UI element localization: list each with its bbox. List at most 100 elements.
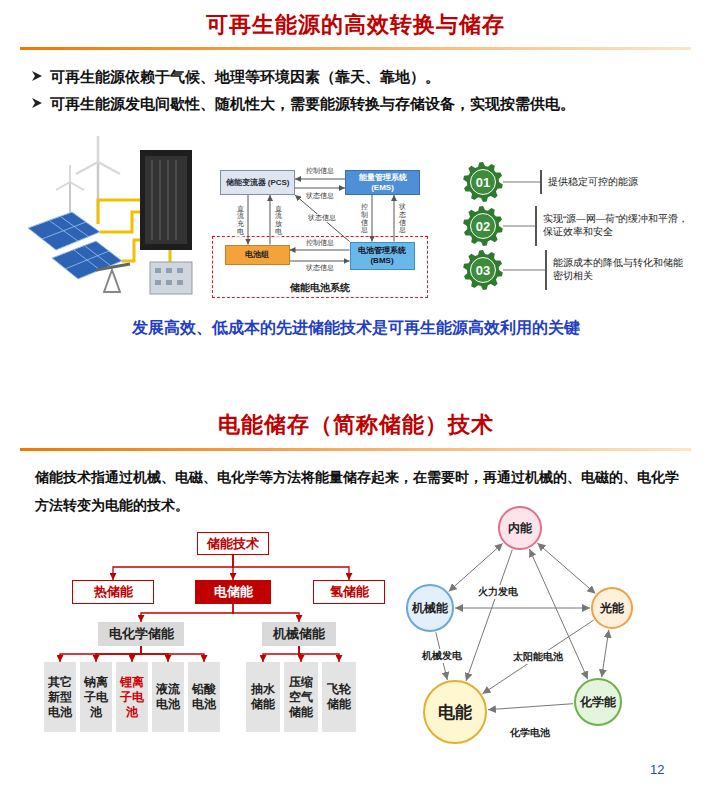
node-text: 其它新型电池 — [46, 675, 74, 720]
connector — [248, 195, 249, 245]
node-text: 机械储能 — [273, 626, 325, 643]
leaf-box: 锂离子电池 — [116, 662, 148, 732]
leaf-box: 其它新型电池 — [44, 662, 76, 732]
connector — [290, 261, 350, 262]
tree-box: 机械储能 — [262, 622, 336, 646]
connector — [290, 250, 350, 251]
tree-box: 氢储能 — [313, 580, 385, 604]
slide-title: 电能储存（简称储能）技术 — [0, 410, 711, 440]
title-bar — [20, 47, 691, 50]
leaf-box: 钠离子电池 — [80, 662, 112, 732]
energy-circle: 化学能 — [574, 678, 622, 726]
process-box: 能量管理系统 (EMS) — [345, 170, 420, 195]
tree-box: 电化学储能 — [98, 622, 184, 646]
edge-label: 状态信息 — [399, 202, 406, 235]
leaf-box: 铅酸电池 — [188, 662, 220, 732]
edge-label: 状态信息 — [307, 214, 337, 222]
edge-label: 火力发电 — [476, 585, 520, 599]
node-text: 光能 — [600, 600, 624, 617]
title-bar — [20, 448, 691, 451]
gear-ring — [471, 214, 496, 239]
wire — [98, 200, 140, 224]
energy-circle: 机械能 — [406, 584, 454, 632]
node-text: 能量管理系统 (EMS) — [348, 173, 417, 191]
connector — [96, 646, 141, 662]
connector — [455, 608, 590, 609]
connector — [503, 270, 545, 271]
cabinet-slats — [152, 160, 176, 240]
node-text: 电池管理系统 (BMS) — [353, 246, 412, 264]
connector — [141, 646, 204, 662]
connector — [233, 555, 349, 580]
energy-circle: 内能 — [498, 506, 542, 550]
node-text: 热储能 — [94, 583, 133, 601]
building-windows — [155, 268, 183, 285]
node-text: 电池组 — [245, 249, 269, 260]
connector — [141, 604, 233, 622]
edge-label: 状态信息 — [305, 264, 335, 272]
node-text: 液流电池 — [154, 682, 182, 712]
connector — [295, 188, 345, 189]
connector — [602, 630, 609, 678]
connector — [132, 646, 141, 662]
edge-label: 控制信息 — [361, 202, 368, 235]
node-text: 压缩空气储能 — [286, 675, 316, 720]
pumpjack-frame — [104, 270, 120, 292]
bracket-text: 提供稳定可控的能源 — [540, 170, 690, 194]
connector — [60, 646, 141, 662]
leaf-box: 飞轮储能 — [322, 662, 356, 732]
cabinet-body — [140, 150, 192, 250]
gear-teeth — [463, 162, 503, 202]
wire — [100, 212, 140, 232]
node-text: 02 — [476, 219, 490, 234]
process-box: 电池管理系统 (BMS) — [350, 242, 415, 270]
node-text: 电储能 — [214, 583, 253, 601]
edge-label: 状态信息 — [305, 192, 335, 200]
node-text: 电能 — [438, 701, 472, 724]
wire — [122, 240, 140, 261]
connector — [295, 195, 350, 242]
definition-text: 储能技术指通过机械、电磁、电化学等方法将能量储存起来，在需要时，再通过机械的、电… — [35, 463, 683, 519]
gear-teeth — [463, 206, 503, 246]
bullet-text: 可再生能源发电间歇性、随机性大，需要能源转换与存储设备，实现按需供电。 — [50, 92, 682, 115]
bullet-mark — [32, 71, 42, 81]
connector — [113, 555, 233, 580]
energy-circle: 光能 — [591, 587, 633, 629]
panel-grid — [65, 246, 111, 270]
node-text: 储能技术 — [207, 535, 259, 553]
building-body — [150, 262, 192, 294]
edge-label: 控制信息 — [305, 167, 335, 175]
cabinet-door — [145, 156, 187, 244]
tree-box: 热储能 — [72, 580, 154, 604]
bracket-text: 实现“源—网—荷”的缓冲和平滑，保证效率和安全 — [535, 206, 693, 246]
node-text: 抽水储能 — [248, 682, 278, 712]
edge-label: 机械发电 — [420, 649, 464, 663]
connector — [263, 646, 299, 662]
building — [150, 262, 192, 294]
gear-teeth — [463, 250, 503, 290]
leaf-box: 液流电池 — [152, 662, 184, 732]
bracket-text: 能源成本的降低与转化和储能密切相关 — [545, 250, 691, 290]
pumpjack — [96, 264, 130, 292]
turbine-blades — [76, 136, 120, 174]
node-text: 化学能 — [580, 694, 616, 711]
turbine-blades — [56, 165, 84, 190]
node-text: 氢储能 — [330, 583, 369, 601]
connector — [295, 179, 345, 180]
node-text: 能源成本的降低与转化和储能密切相关 — [553, 257, 691, 283]
connector — [299, 646, 339, 662]
node-text: 电化学储能 — [109, 626, 174, 643]
connector — [270, 195, 271, 245]
connector — [488, 704, 573, 710]
edge-label: 化学电池 — [508, 726, 552, 740]
connector — [483, 620, 594, 694]
connector — [372, 195, 373, 242]
gear-number: 01 — [463, 162, 503, 202]
leaf-box: 抽水储能 — [246, 662, 280, 732]
gear-number: 02 — [463, 206, 503, 246]
bullet-mark — [32, 98, 42, 108]
slide-title: 可再生能源的高效转换与储存 — [0, 10, 711, 40]
node-text: 实现“源—网—荷”的缓冲和平滑，保证效率和安全 — [543, 213, 693, 239]
gear-ring — [471, 170, 496, 195]
tree-box: 电储能 — [195, 580, 271, 604]
